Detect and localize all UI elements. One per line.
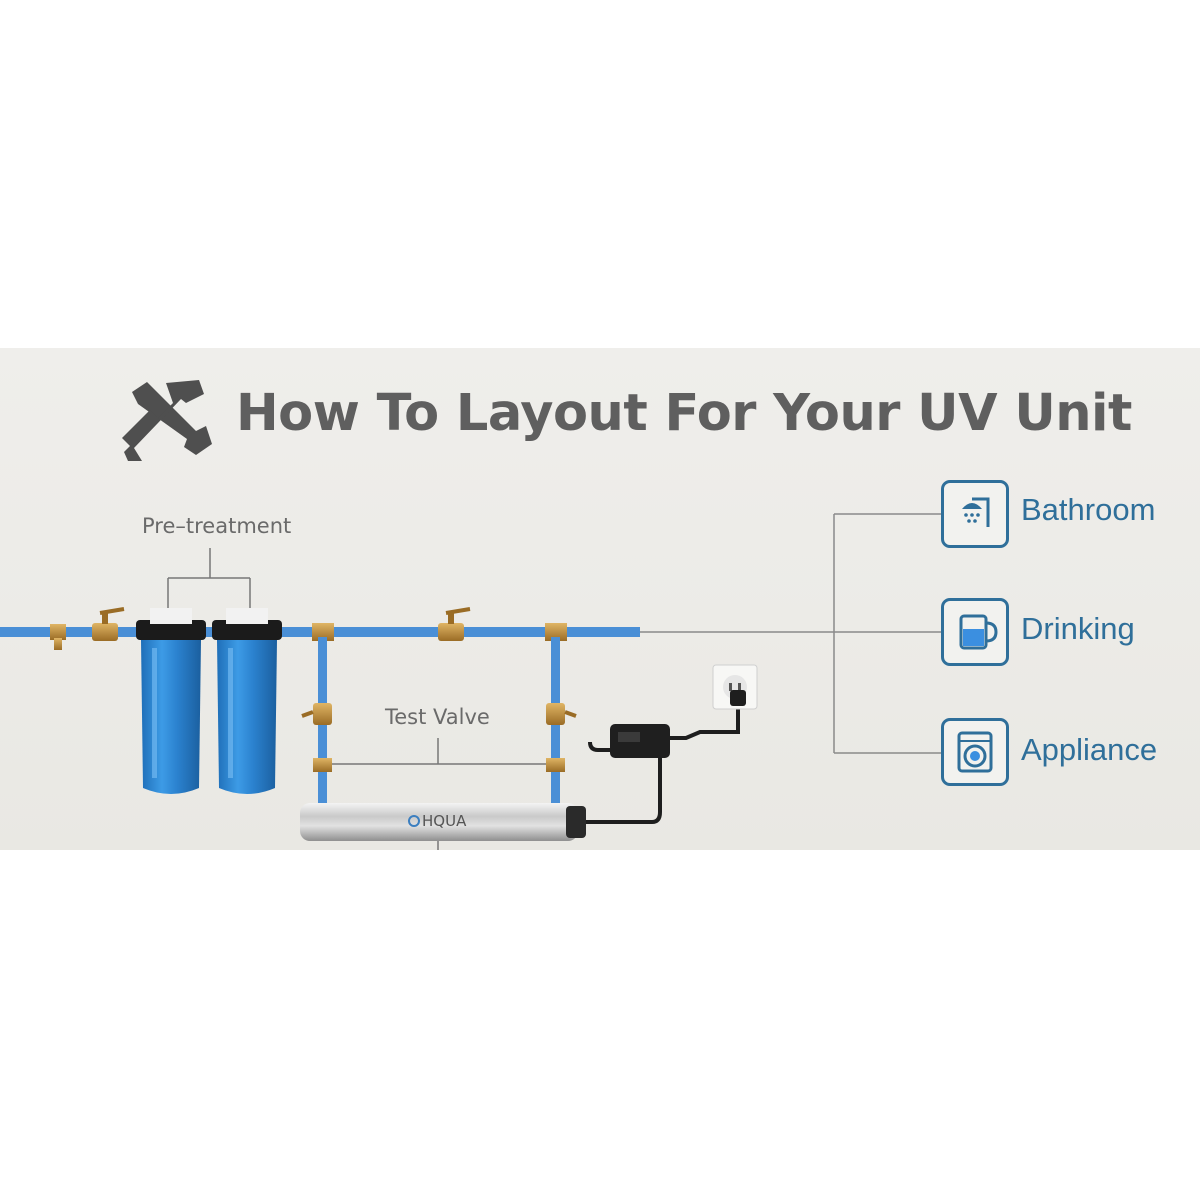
- washing-machine-icon: [957, 731, 993, 773]
- riser-valve-right: [546, 703, 577, 772]
- bypass-valve: [438, 607, 471, 641]
- cup-icon: [959, 614, 998, 650]
- bypass-tee-left: [312, 623, 334, 641]
- uv-sterilizer-unit: [300, 803, 586, 841]
- water-drop-logo: [408, 815, 420, 827]
- page-title: How To Layout For Your UV Unit: [236, 384, 1132, 443]
- tools-icon: [122, 380, 212, 461]
- destination-bathroom-label: Bathroom: [1021, 492, 1156, 527]
- destination-drinking-label: Drinking: [1021, 611, 1135, 646]
- pre-treatment-label: Pre–treatment: [142, 514, 292, 538]
- distribution-lines: [833, 513, 941, 754]
- destination-appliance-label: Appliance: [1021, 732, 1158, 767]
- wall-outlet: [712, 664, 758, 710]
- inlet-valve: [92, 607, 125, 641]
- riser-valve-left: [301, 703, 332, 772]
- appliance-icon-box: [941, 718, 1009, 786]
- bypass-tee-right: [545, 623, 567, 641]
- test-valve-bracket: [332, 738, 546, 765]
- pre-treatment-bracket: [167, 548, 251, 612]
- filter-housing-2: [212, 608, 282, 794]
- shower-icon: [962, 497, 990, 527]
- test-valve-label: Test Valve: [385, 705, 490, 729]
- inlet-fitting: [50, 624, 66, 650]
- uv-brand-label: HQUA: [422, 812, 467, 830]
- bathroom-icon-box: [941, 480, 1009, 548]
- ballast-power-supply: [586, 700, 740, 824]
- drinking-icon-box: [941, 598, 1009, 666]
- filter-housing-1: [136, 608, 206, 794]
